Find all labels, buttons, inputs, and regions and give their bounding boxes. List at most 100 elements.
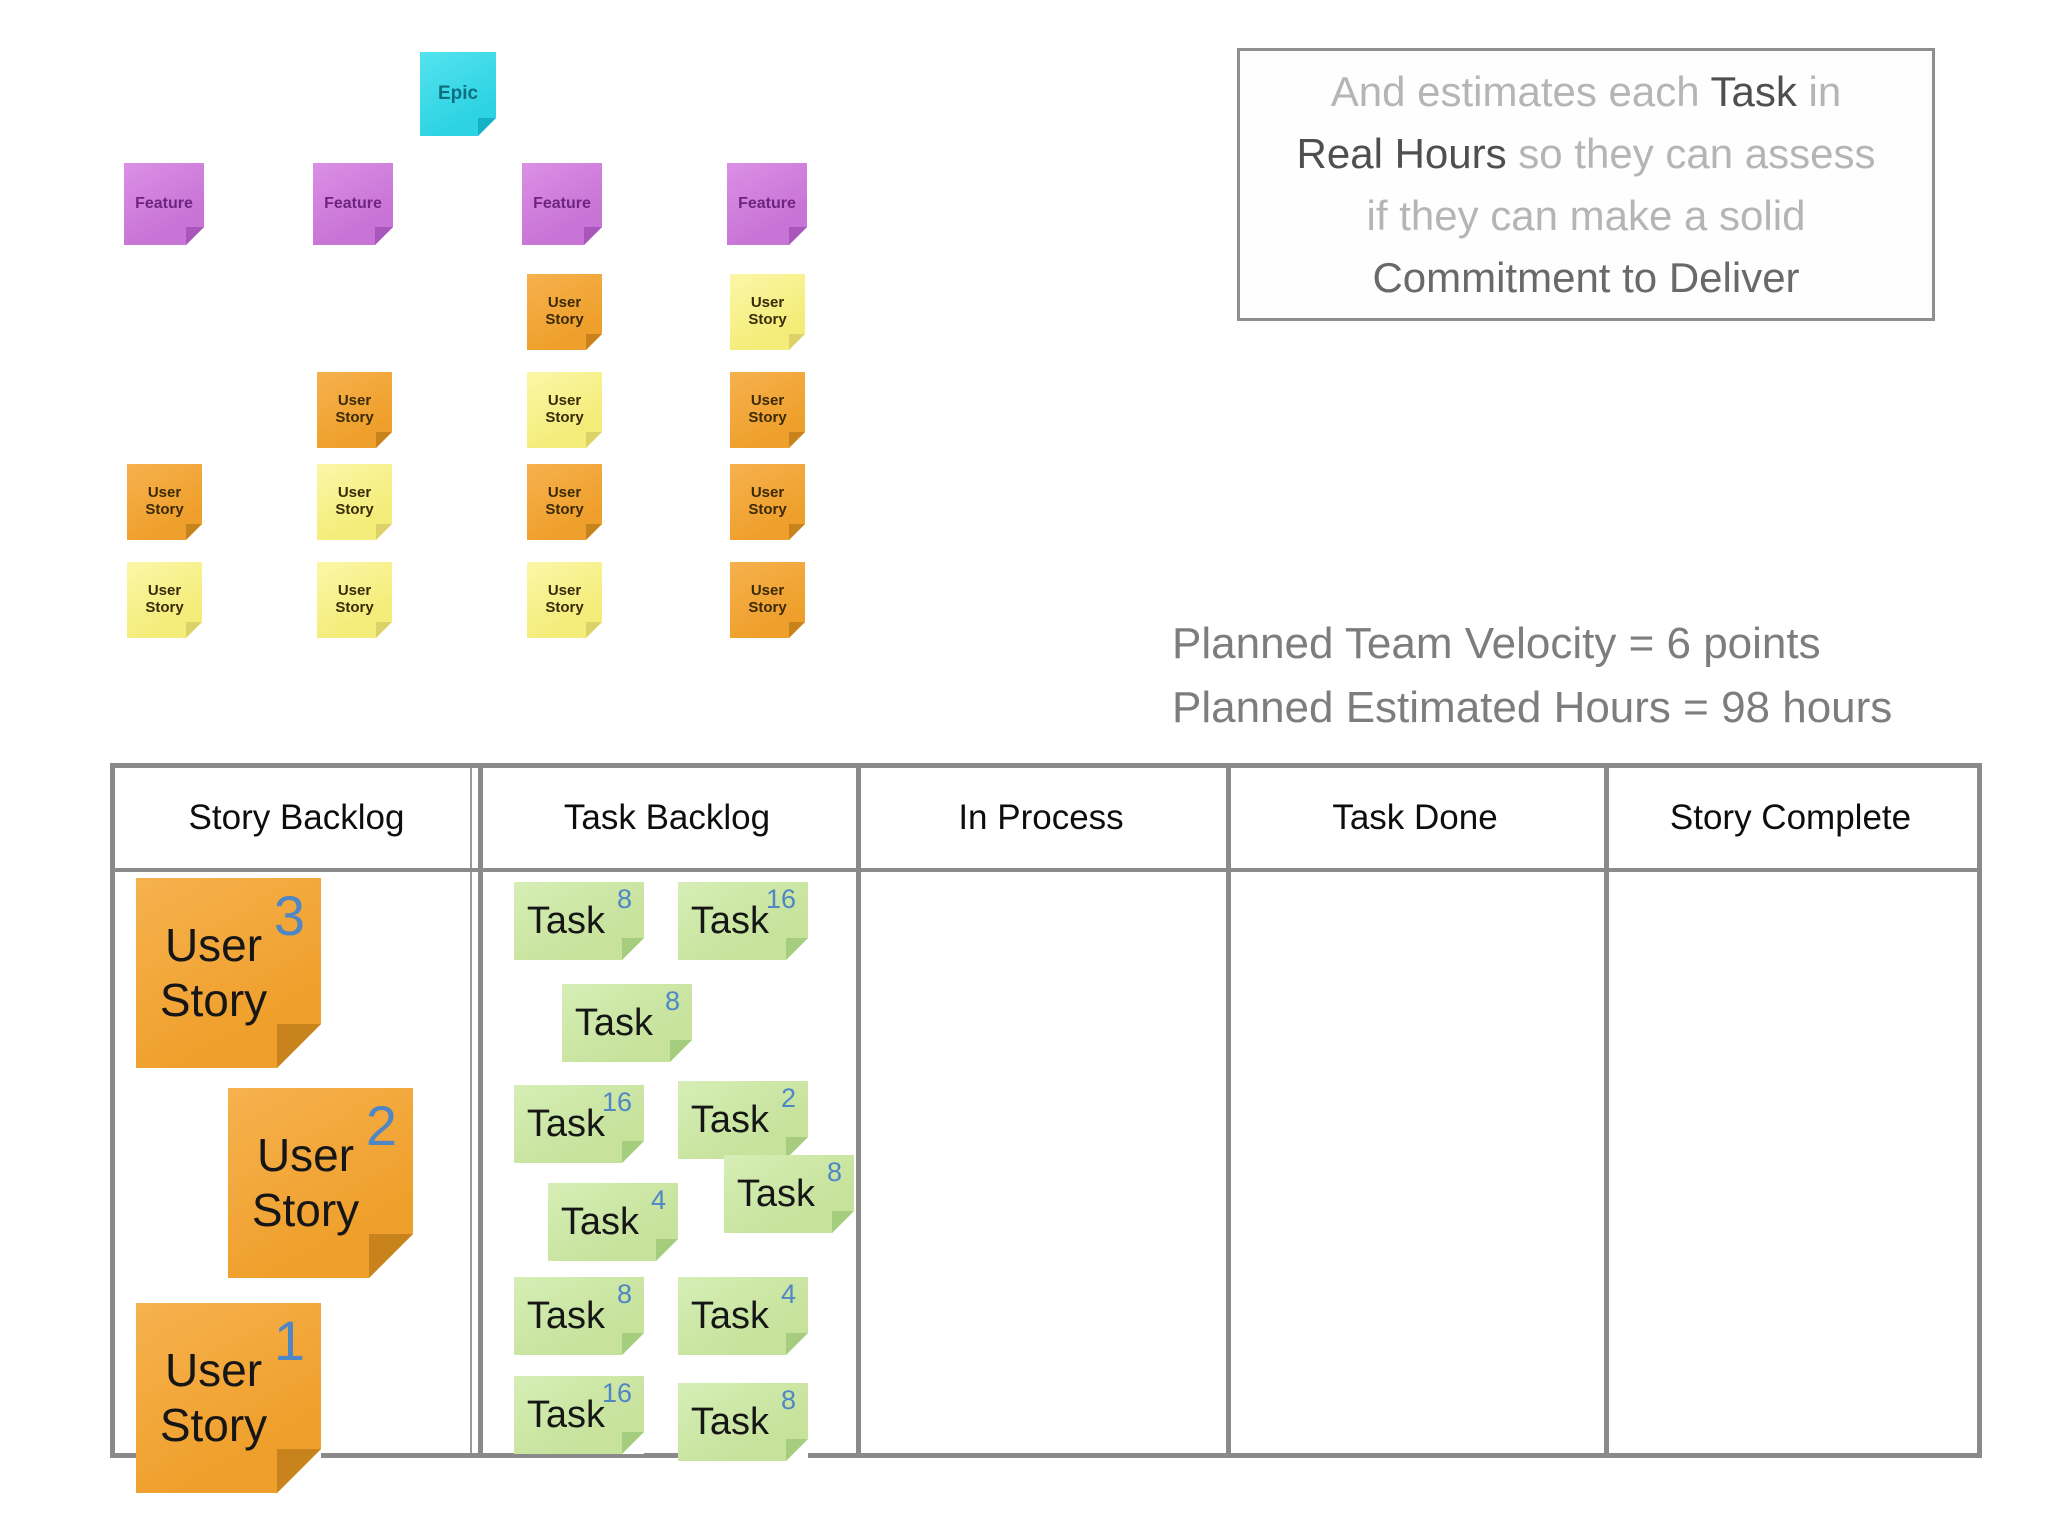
feature-note: Feature bbox=[124, 163, 204, 245]
column-header-task-done: Task Done bbox=[1332, 798, 1498, 837]
task-hours-badge: 8 bbox=[780, 1385, 796, 1415]
task-hours-badge: 2 bbox=[780, 1083, 796, 1113]
task-hours-badge: 4 bbox=[650, 1185, 666, 1215]
task-hours-badge: 4 bbox=[780, 1279, 796, 1309]
task-card[interactable]: Task 8 bbox=[562, 984, 692, 1062]
task-card[interactable]: Task 4 bbox=[678, 1277, 808, 1355]
task-card[interactable]: Task 4 bbox=[548, 1183, 678, 1261]
annotation-segment: Commitment to Deliver bbox=[1372, 253, 1800, 301]
feature-note: Feature bbox=[727, 163, 807, 245]
user-story-note: User Story bbox=[527, 372, 602, 448]
feature-label: Feature bbox=[135, 195, 193, 213]
story-points-badge: 2 bbox=[365, 1094, 397, 1157]
annotation-segment: in bbox=[1796, 67, 1842, 115]
task-hours-badge: 8 bbox=[616, 1279, 632, 1309]
user-story-label: User Story bbox=[748, 392, 787, 426]
user-story-note: User Story bbox=[527, 562, 602, 638]
epic-note: Epic bbox=[420, 52, 496, 136]
story-points-badge: 3 bbox=[273, 884, 305, 947]
column-divider bbox=[478, 768, 483, 1453]
annotation-line: Real Hours so they can assess bbox=[1240, 123, 1932, 185]
user-story-label: User Story bbox=[335, 582, 374, 616]
task-card[interactable]: Task 8 bbox=[514, 1277, 644, 1355]
user-story-label: User Story bbox=[545, 294, 584, 328]
task-card[interactable]: Task 8 bbox=[724, 1155, 854, 1233]
user-story-note: User Story bbox=[730, 372, 805, 448]
user-story-label: User Story bbox=[145, 582, 184, 616]
column-header-story-backlog: Story Backlog bbox=[188, 798, 405, 837]
user-story-label: User Story bbox=[545, 484, 584, 518]
feature-label: Feature bbox=[738, 195, 796, 213]
user-story-label: User Story bbox=[748, 294, 787, 328]
task-hours-badge: 8 bbox=[664, 986, 680, 1016]
task-hours-badge: 16 bbox=[601, 1087, 632, 1117]
task-card-label: Task bbox=[526, 899, 606, 942]
task-card[interactable]: Task 2 bbox=[678, 1081, 808, 1159]
column-header-in-process: In Process bbox=[958, 798, 1124, 837]
task-card-label: Task bbox=[690, 1098, 770, 1141]
header-divider bbox=[115, 868, 1977, 872]
user-story-note: User Story bbox=[317, 464, 392, 540]
user-story-note: User Story bbox=[730, 562, 805, 638]
user-story-note: User Story bbox=[127, 464, 202, 540]
estimated-hours-text: Planned Estimated Hours = 98 hours bbox=[1172, 683, 1893, 732]
task-card-label: Task bbox=[526, 1294, 606, 1337]
task-hours-badge: 16 bbox=[601, 1378, 632, 1408]
user-story-note: User Story bbox=[317, 562, 392, 638]
user-story-note: User Story bbox=[527, 274, 602, 350]
task-card-label: Task bbox=[690, 1400, 770, 1443]
task-card-label: Task bbox=[560, 1200, 640, 1243]
user-story-note: User Story bbox=[317, 372, 392, 448]
task-card-label: Task bbox=[574, 1001, 654, 1044]
story-card-label: User Story bbox=[251, 1128, 360, 1236]
column-divider-inner-line bbox=[470, 768, 472, 1453]
annotation-line: Commitment to Deliver bbox=[1240, 247, 1932, 309]
annotation-segment: if they can make a solid bbox=[1366, 191, 1806, 239]
epic-label: Epic bbox=[437, 83, 479, 105]
user-story-label: User Story bbox=[545, 582, 584, 616]
task-card-label: Task bbox=[526, 1102, 606, 1145]
task-card[interactable]: Task 8 bbox=[514, 882, 644, 960]
column-divider bbox=[1226, 768, 1231, 1453]
user-story-label: User Story bbox=[545, 392, 584, 426]
annotation-line: And estimates each Task in bbox=[1240, 61, 1932, 123]
feature-label: Feature bbox=[324, 195, 382, 213]
annotation-segment: so they can assess bbox=[1506, 129, 1876, 177]
feature-label: Feature bbox=[533, 195, 591, 213]
task-card-label: Task bbox=[736, 1172, 816, 1215]
user-story-note: User Story bbox=[730, 464, 805, 540]
annotation-segment: And estimates each bbox=[1330, 67, 1711, 115]
column-divider bbox=[1604, 768, 1609, 1453]
feature-note: Feature bbox=[313, 163, 393, 245]
user-story-label: User Story bbox=[145, 484, 184, 518]
task-card-label: Task bbox=[526, 1393, 606, 1436]
story-card-label: User Story bbox=[159, 918, 268, 1026]
annotation-segment: Task bbox=[1710, 67, 1797, 115]
column-header-story-complete: Story Complete bbox=[1669, 798, 1912, 837]
task-hours-badge: 8 bbox=[826, 1157, 842, 1187]
task-card[interactable]: Task 8 bbox=[678, 1383, 808, 1461]
user-story-label: User Story bbox=[335, 392, 374, 426]
user-story-label: User Story bbox=[748, 484, 787, 518]
task-hours-badge: 8 bbox=[616, 884, 632, 914]
task-card-label: Task bbox=[690, 1294, 770, 1337]
column-header-task-backlog: Task Backlog bbox=[563, 798, 771, 837]
kanban-board: Story Backlog Task Backlog In Process Task … bbox=[110, 763, 1982, 1458]
user-story-note: User Story bbox=[127, 562, 202, 638]
column-divider bbox=[856, 768, 861, 1453]
task-card-label: Task bbox=[690, 899, 770, 942]
annotation-line: if they can make a solid bbox=[1240, 185, 1932, 247]
annotation-segment: Real Hours bbox=[1296, 129, 1507, 177]
user-story-note: User Story bbox=[730, 274, 805, 350]
user-story-label: User Story bbox=[748, 582, 787, 616]
task-hours-badge: 16 bbox=[765, 884, 796, 914]
user-story-label: User Story bbox=[335, 484, 374, 518]
